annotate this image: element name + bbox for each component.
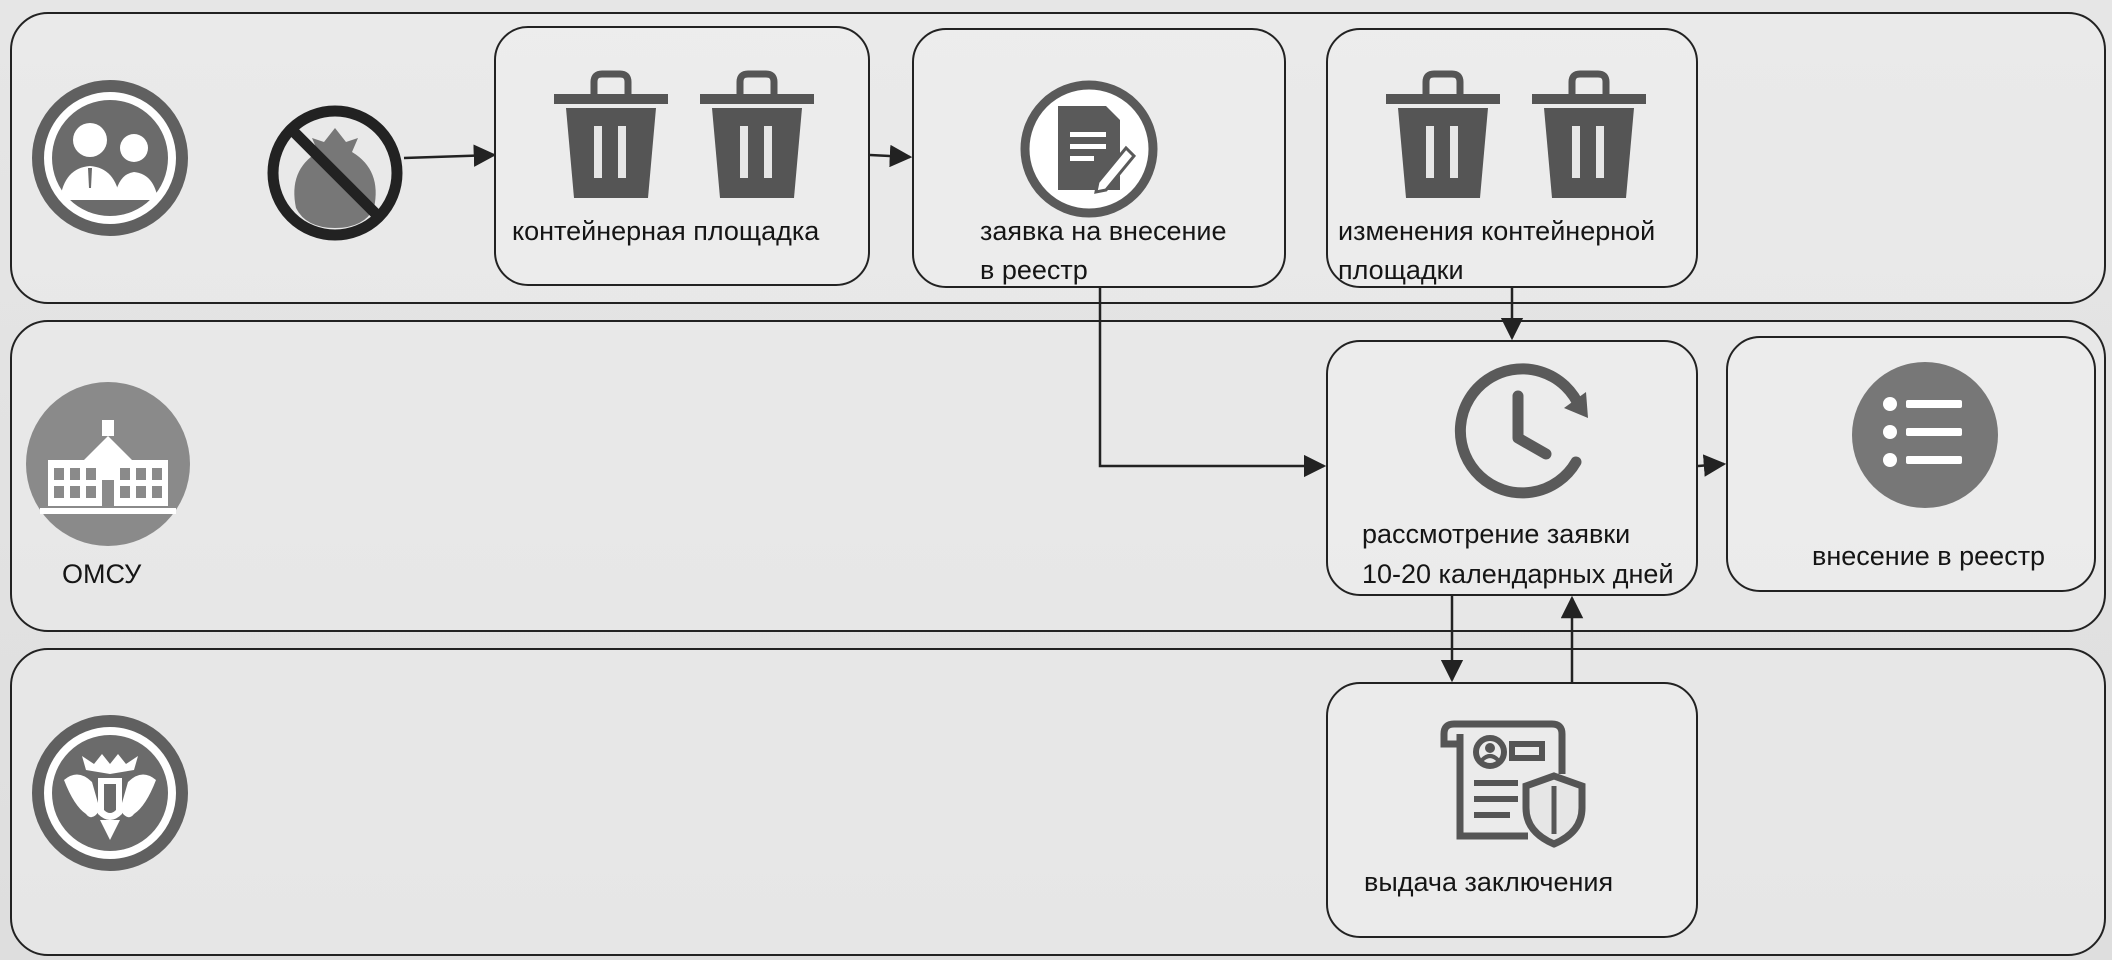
trash-bin-icon — [1384, 70, 1502, 200]
trash-bin-icon — [698, 70, 816, 200]
clock-refresh-icon — [1442, 352, 1602, 512]
trash-bin-icon — [1530, 70, 1648, 200]
container-site-label: контейнерная площадка — [512, 216, 820, 246]
lane-supervisory-authority — [10, 648, 2106, 956]
state-emblem-icon — [30, 710, 190, 876]
review-label-line1: рассмотрение заявки — [1362, 519, 1631, 549]
node-site-changes — [1326, 28, 1698, 288]
certificate-shield-icon — [1436, 704, 1588, 850]
node-review — [1326, 340, 1698, 596]
application-label-line1: заявка на внесение — [980, 216, 1227, 246]
government-building-icon — [24, 380, 192, 548]
review-label-line2: 10-20 календарных дней — [1362, 559, 1674, 589]
no-garbage-bag-icon — [262, 100, 408, 246]
list-icon — [1850, 360, 2000, 510]
document-edit-icon — [1018, 78, 1160, 220]
trash-bin-icon — [552, 70, 670, 200]
people-icon — [30, 78, 190, 238]
omsu-label: ОМСУ — [62, 559, 142, 589]
registry-label: внесение в реестр — [1812, 541, 2046, 571]
site-changes-label-line2: площадки — [1338, 255, 1464, 285]
conclusion-label: выдача заключения — [1364, 867, 1614, 897]
node-container-site — [494, 26, 870, 286]
application-label-line2: в реестр — [980, 255, 1088, 285]
site-changes-label-line1: изменения контейнерной — [1338, 216, 1656, 246]
